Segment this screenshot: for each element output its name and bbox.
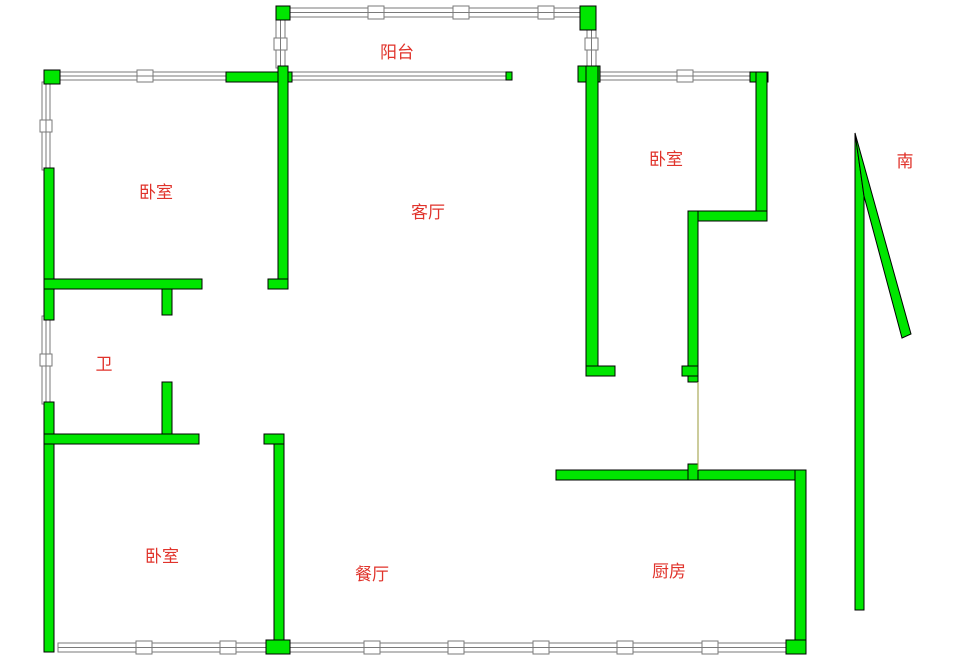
wall-ne-bedroom-south: [687, 210, 768, 222]
label-bedroom-nw: 卧室: [139, 183, 173, 203]
label-living-room: 客厅: [411, 203, 445, 223]
label-kitchen: 厨房: [652, 562, 686, 582]
wall-kitchen-top: [555, 469, 807, 481]
north-arrow-head: [854, 132, 912, 339]
wall-ne-step-foot: [681, 365, 699, 377]
north-arrow-icon: [854, 132, 912, 611]
label-dining-room: 餐厅: [355, 565, 389, 585]
wall-west-upper: [43, 167, 55, 321]
wall-bottom-junction: [265, 639, 291, 655]
wall-west-lower: [43, 401, 55, 653]
wall-bath-top: [43, 278, 203, 290]
wall-kitchen-top-stub: [687, 463, 699, 481]
wall-ne-step: [687, 210, 699, 383]
room-labels: 阳台 卧室 客厅 卧室 卫 卧室 餐厅 厨房 南: [96, 43, 914, 585]
wall-dining-west: [273, 433, 285, 653]
compass-label: 南: [897, 152, 914, 172]
label-bedroom-ne: 卧室: [649, 150, 683, 170]
wall-dining-west-head: [263, 433, 285, 445]
window-glazing: [45, 12, 790, 648]
wall-se-corner: [785, 639, 807, 655]
label-bathroom: 卫: [96, 355, 113, 375]
wall-bath-bottom-stub: [161, 381, 173, 435]
wall-ne-bedroom-east: [755, 71, 768, 221]
wall-living-west-foot: [267, 278, 289, 290]
wall-bath-top-stub: [161, 288, 173, 316]
north-arrow-shaft: [854, 132, 865, 611]
label-balcony: 阳台: [380, 43, 414, 63]
wall-living-west: [277, 65, 289, 289]
wall-kitchen-east: [794, 469, 807, 653]
wall-balcony-corner-right: [579, 5, 597, 31]
wall-bath-bottom: [43, 433, 200, 445]
wall-balcony-corner-left: [275, 5, 291, 21]
label-bedroom-sw: 卧室: [145, 547, 179, 567]
wall-ne-bedroom-west-foot: [585, 365, 616, 377]
wall-top-west: [225, 71, 293, 83]
walls-layer: [43, 5, 807, 655]
window-mullions: [39, 5, 719, 655]
wall-sill-post: [505, 71, 513, 81]
wall-ne-bedroom-west: [585, 65, 599, 377]
wall-top-west-corner: [43, 69, 61, 85]
